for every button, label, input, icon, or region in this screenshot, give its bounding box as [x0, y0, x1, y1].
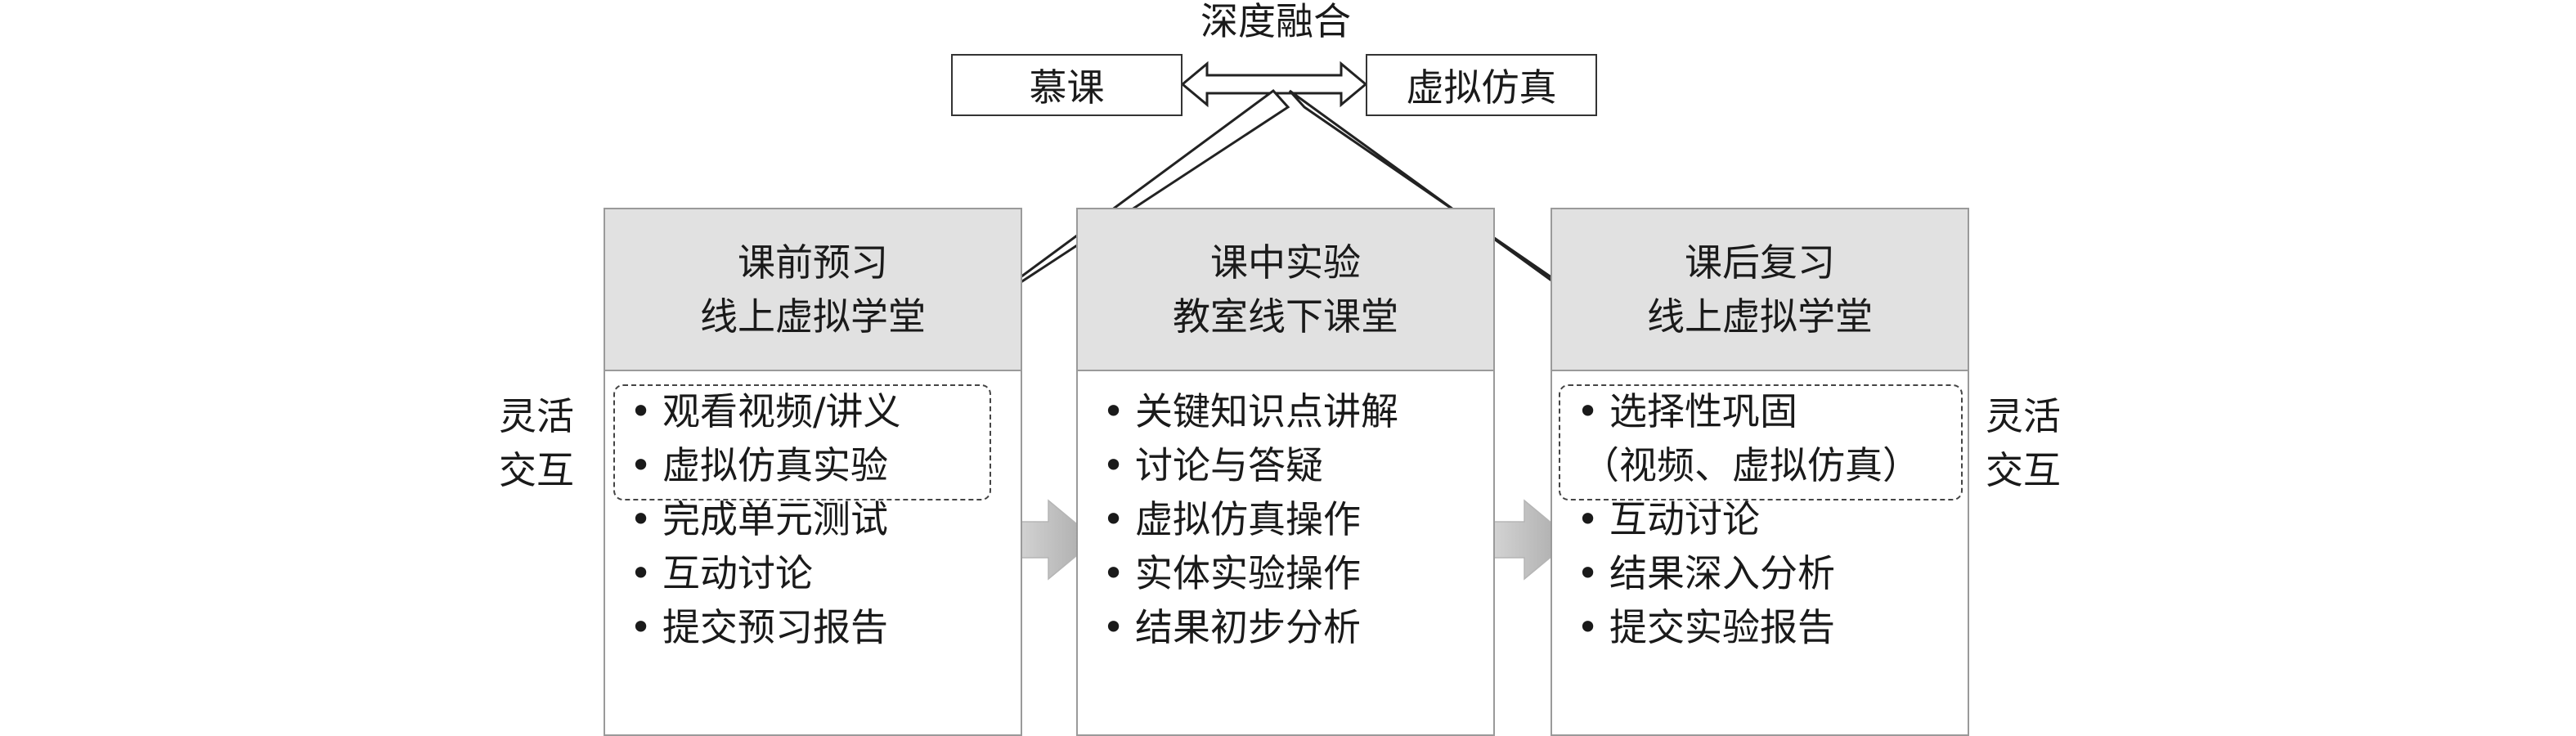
bullet-icon: • [1102, 443, 1125, 487]
list-item-label: 结果初步分析 [1135, 605, 1361, 649]
column-header: 课后复习 线上虚拟学堂 [1552, 209, 1968, 371]
list-item-label: 讨论与答疑 [1135, 443, 1323, 487]
list-item-label: 提交预习报告 [662, 605, 888, 649]
bullet-icon: • [1102, 551, 1125, 595]
bullet-icon: • [1102, 605, 1125, 649]
column-header: 课前预习 线上虚拟学堂 [605, 209, 1021, 371]
bullet-icon: • [630, 605, 653, 649]
activity-list: •关键知识点讲解 •讨论与答疑 •虚拟仿真操作 •实体实验操作 •结果初步分析 [1078, 371, 1493, 654]
list-item: •选择性巩固 [1577, 384, 1968, 438]
column-title-line2: 线上虚拟学堂 [1647, 294, 1873, 339]
list-item: •讨论与答疑 [1102, 438, 1493, 492]
flexible-interaction-outline-right [1559, 384, 1963, 500]
list-item: •提交实验报告 [1577, 600, 1968, 654]
list-item-label: 实体实验操作 [1135, 551, 1361, 595]
virtual-simulation-box-label: 虚拟仿真 [1406, 65, 1557, 110]
bullet-icon: • [630, 497, 653, 541]
bullet-icon: • [630, 443, 653, 487]
list-item-label: （视频、虚拟仿真） [1582, 443, 1920, 487]
list-item-label: 互动讨论 [1609, 497, 1760, 541]
flexible-interaction-outline-left [613, 384, 991, 500]
column-title-line1: 课中实验 [1210, 240, 1361, 285]
bullet-icon: • [1577, 551, 1600, 595]
column-title-line1: 课前预习 [738, 240, 888, 285]
list-item-label: 关键知识点讲解 [1135, 389, 1398, 433]
side-label-left-line1: 灵活 [499, 394, 574, 438]
side-label-left: 灵活 交互 [496, 389, 577, 497]
bullet-icon: • [1102, 497, 1125, 541]
side-label-right-line1: 灵活 [1986, 394, 2061, 438]
list-item-label: 互动讨论 [662, 551, 813, 595]
bullet-icon: • [1577, 389, 1600, 433]
column-in-class: 课中实验 教室线下课堂 •关键知识点讲解 •讨论与答疑 •虚拟仿真操作 •实体实… [1076, 208, 1495, 736]
fusion-label: 深度融合 [1200, 0, 1351, 43]
list-item: •观看视频/讲义 [630, 384, 1021, 438]
bullet-icon: • [630, 551, 653, 595]
bullet-icon: • [1102, 389, 1125, 433]
activity-list: •观看视频/讲义 •虚拟仿真实验 •完成单元测试 •互动讨论 •提交预习报告 [605, 371, 1021, 654]
list-item-continuation: （视频、虚拟仿真） [1577, 438, 1968, 492]
column-post-class: 课后复习 线上虚拟学堂 •选择性巩固 （视频、虚拟仿真） •互动讨论 •结果深入… [1551, 208, 1969, 736]
mooc-box: 慕课 [951, 54, 1183, 116]
list-item: •关键知识点讲解 [1102, 384, 1493, 438]
list-item-label: 虚拟仿真实验 [662, 443, 888, 487]
list-item: •提交预习报告 [630, 600, 1021, 654]
list-item: •互动讨论 [630, 546, 1021, 600]
list-item: •结果深入分析 [1577, 546, 1968, 600]
list-item: •结果初步分析 [1102, 600, 1493, 654]
column-pre-class: 课前预习 线上虚拟学堂 •观看视频/讲义 •虚拟仿真实验 •完成单元测试 •互动… [604, 208, 1022, 736]
activity-list: •选择性巩固 （视频、虚拟仿真） •互动讨论 •结果深入分析 •提交实验报告 [1552, 371, 1968, 654]
list-item: •虚拟仿真实验 [630, 438, 1021, 492]
list-item-label: 选择性巩固 [1609, 389, 1797, 433]
list-item: •实体实验操作 [1102, 546, 1493, 600]
list-item-label: 提交实验报告 [1609, 605, 1835, 649]
mooc-box-label: 慕课 [1029, 65, 1105, 110]
list-item-label: 虚拟仿真操作 [1135, 497, 1361, 541]
list-item: •虚拟仿真操作 [1102, 492, 1493, 546]
virtual-simulation-box: 虚拟仿真 [1366, 54, 1597, 116]
list-item: •互动讨论 [1577, 492, 1968, 546]
bullet-icon: • [630, 389, 653, 433]
column-title-line2: 线上虚拟学堂 [700, 294, 926, 339]
list-item-label: 观看视频/讲义 [662, 389, 901, 433]
side-label-right-line2: 交互 [1986, 448, 2061, 492]
list-item: •完成单元测试 [630, 492, 1021, 546]
column-title-line1: 课后复习 [1685, 240, 1835, 285]
column-header: 课中实验 教室线下课堂 [1078, 209, 1493, 371]
bullet-icon: • [1577, 497, 1600, 541]
side-label-left-line2: 交互 [499, 448, 574, 492]
list-item-label: 完成单元测试 [662, 497, 888, 541]
list-item-label: 结果深入分析 [1609, 551, 1835, 595]
side-label-right: 灵活 交互 [1982, 389, 2064, 497]
column-title-line2: 教室线下课堂 [1173, 294, 1398, 339]
bullet-icon: • [1577, 605, 1600, 649]
